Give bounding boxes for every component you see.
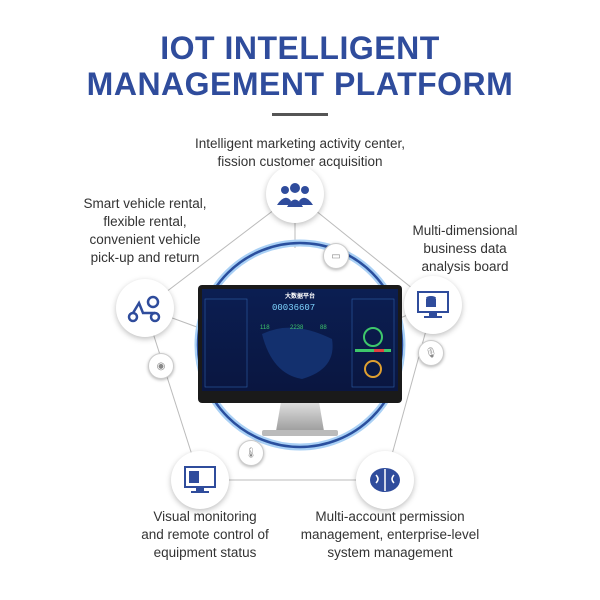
caption-marketing: Intelligent marketing activity center,fi… [194,136,406,169]
title-divider [272,113,328,116]
page-title: IOT INTELLIGENT MANAGEMENT PLATFORM [86,30,514,102]
microphone-icon: 🎙 [418,340,444,366]
caption-vehicle: Smart vehicle rental,flexible rental,con… [83,196,207,265]
camera-icon: ◉ [148,353,174,379]
monitor-base [262,430,338,436]
monitor-control-icon [171,451,229,509]
dashboard-monitor: 大数据平台 00036607 118 2238 88 [198,285,402,403]
dashboard-title: 大数据平台 [284,294,315,300]
svg-text:2238: 2238 [290,325,304,331]
monitor-database-icon [404,276,462,334]
scooter-gear-icon [116,279,174,337]
monitor-small-icon: ▭ [323,243,349,269]
dashboard-screen: 大数据平台 00036607 118 2238 88 [202,289,398,391]
svg-text:118: 118 [260,325,270,331]
svg-text:88: 88 [320,325,327,331]
thermometer-icon: 🌡 [238,440,264,466]
dashboard-counter: 00036607 [272,303,316,313]
monitor-stand [275,403,325,433]
users-icon [266,165,324,223]
brain-icon [356,451,414,509]
